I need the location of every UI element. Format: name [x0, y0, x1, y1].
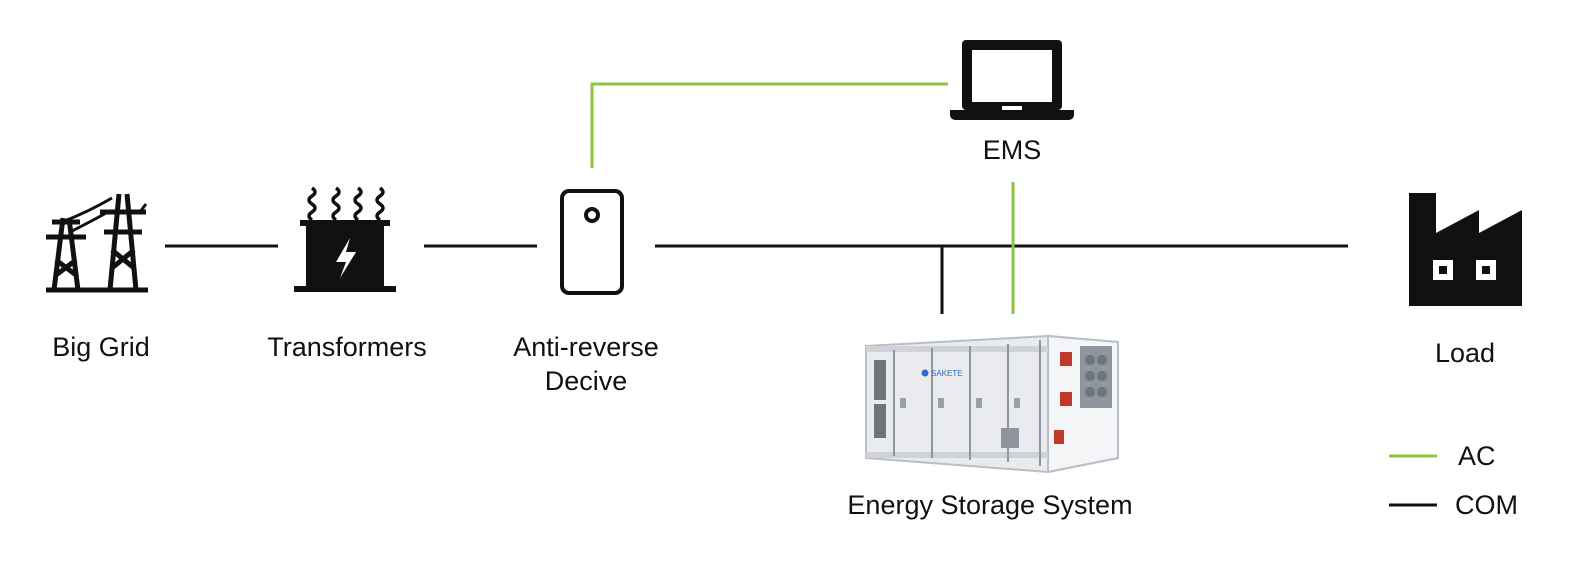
ess-brand-text: SAKETE: [931, 369, 963, 378]
anti-reverse-label-line2: Decive: [544, 366, 628, 396]
legend-ac-label: AC: [1458, 441, 1496, 471]
meter-device-icon: [560, 189, 624, 295]
ac-lines: [590, 82, 1015, 314]
anti-reverse-label-line1: Anti-reverse: [513, 332, 659, 362]
com-lines: [165, 244, 1348, 314]
laptop-icon: [950, 40, 1074, 120]
legend-com-label: COM: [1455, 490, 1518, 520]
load-label: Load: [1434, 338, 1496, 368]
ems-label: EMS: [982, 135, 1042, 165]
ess-label: Energy Storage System: [847, 490, 1133, 520]
transformer-icon: [294, 186, 396, 292]
big-grid-label: Big Grid: [52, 332, 150, 362]
container-battery-icon: SAKETE: [865, 334, 1119, 474]
transformers-label: Transformers: [267, 332, 427, 362]
factory-icon: [1409, 193, 1522, 306]
line-device-ems: [590, 82, 948, 168]
power-tower-icon: [46, 193, 148, 293]
